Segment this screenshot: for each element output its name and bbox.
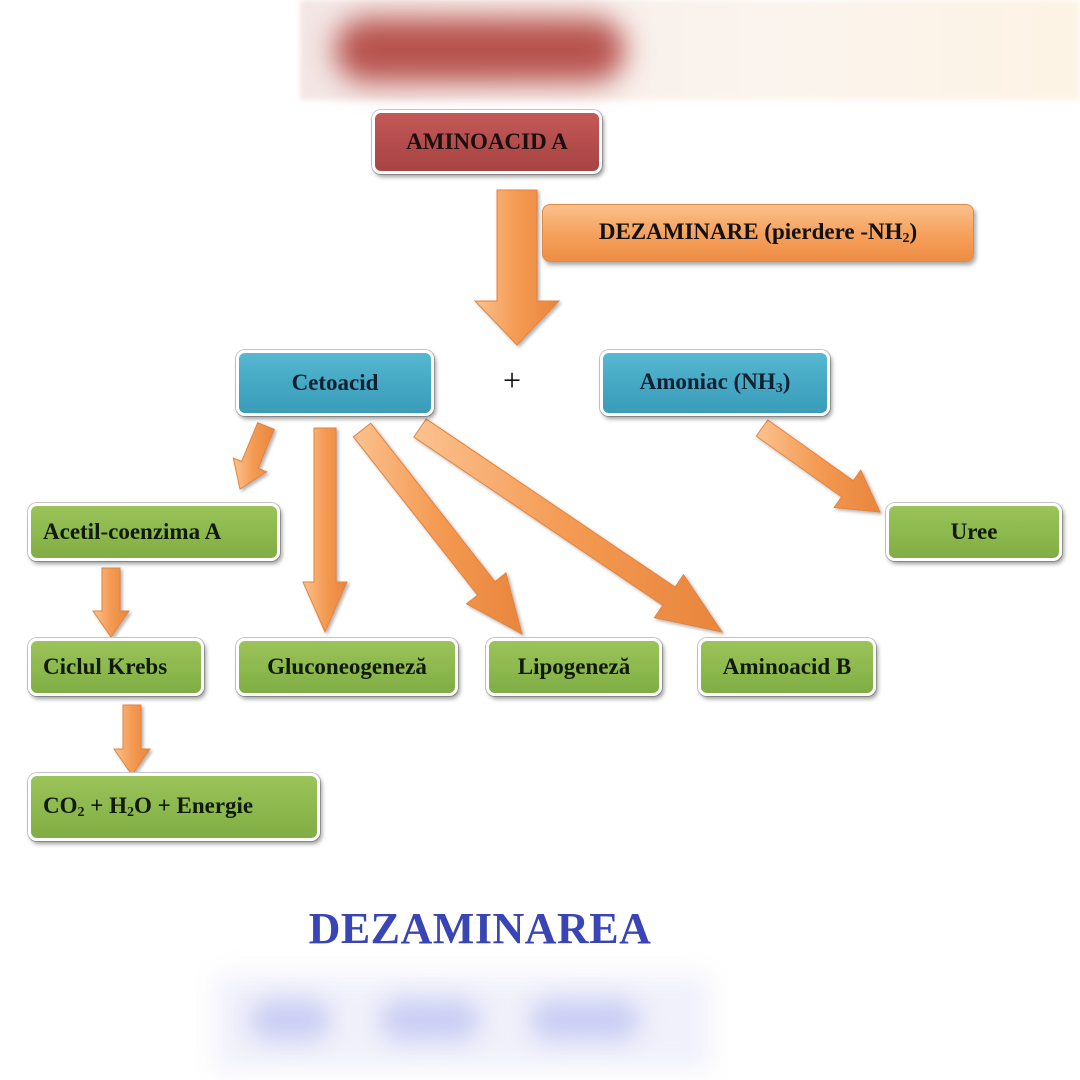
- ammonia-box: Amoniac (NH3): [600, 350, 830, 416]
- ketoacid-label: Cetoacid: [291, 370, 379, 395]
- acetyl-coa-box: Acetil-coenzima A: [28, 503, 280, 561]
- ketoacid-box: Cetoacid: [236, 350, 434, 416]
- aminoacid-a-box: AMINOACID A: [372, 110, 602, 174]
- ketoacid-to-aminob-arrow: [413, 418, 724, 633]
- ketoacid-to-gluco-arrow: [302, 427, 348, 634]
- urea-box: Uree: [886, 503, 1062, 561]
- blurred-footer-mark: [380, 1000, 480, 1040]
- final-products-box: CO2 + H2O + Energie: [28, 773, 320, 841]
- aminoacid-b-label: Aminoacid B: [722, 654, 852, 679]
- ammonia-label: Amoniac (NH3): [639, 369, 791, 396]
- krebs-to-final-arrow: [113, 704, 151, 776]
- lipogenesis-box: Lipogeneză: [486, 638, 662, 696]
- deamination-arrow: [473, 189, 561, 346]
- blurred-header-logo: [335, 18, 625, 82]
- ketoacid-to-acetyl-arrow: [232, 421, 275, 490]
- krebs-cycle-label: Ciclul Krebs: [43, 654, 168, 679]
- diagram-title: DEZAMINAREA: [308, 904, 652, 953]
- ammonia-to-urea-arrow: [755, 419, 881, 513]
- acetyl-to-krebs-arrow: [92, 567, 130, 638]
- blurred-footer-mark: [530, 1000, 640, 1040]
- krebs-cycle-box: Ciclul Krebs: [28, 638, 204, 696]
- aminoacid-a-label: AMINOACID A: [406, 129, 568, 154]
- aminoacid-b-box: Aminoacid B: [698, 638, 876, 696]
- gluconeogenesis-box: Gluconeogeneză: [236, 638, 458, 696]
- acetyl-coa-label: Acetil-coenzima A: [43, 519, 222, 544]
- gluconeogenesis-label: Gluconeogeneză: [267, 654, 427, 679]
- deamination-label: DEZAMINARE (pierdere -NH2): [598, 219, 918, 246]
- ketoacid-to-lipo-arrow: [352, 422, 523, 635]
- lipogenesis-label: Lipogeneză: [517, 654, 631, 679]
- urea-label: Uree: [950, 519, 998, 544]
- deamination-label-box: DEZAMINARE (pierdere -NH2): [542, 204, 974, 262]
- plus-sign: +: [503, 362, 522, 398]
- blurred-footer-mark: [250, 1000, 330, 1040]
- final-products-label: CO2 + H2O + Energie: [43, 793, 254, 820]
